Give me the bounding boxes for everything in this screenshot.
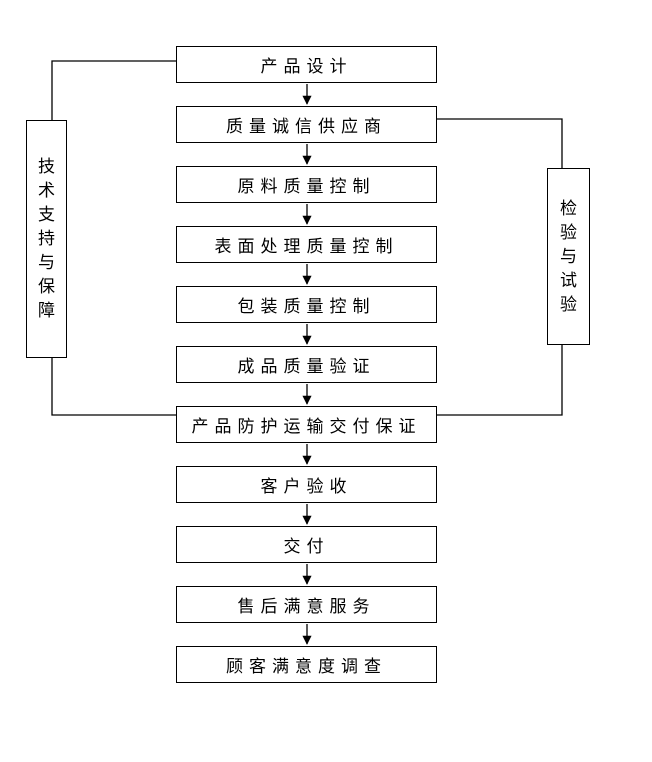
step-label: 产品设计	[260, 57, 353, 76]
step-protection-transport-delivery: 产品防护运输交付保证	[176, 406, 437, 443]
step-label: 表面处理质量控制	[214, 237, 399, 256]
connector-right-box-to-step7	[437, 345, 563, 416]
step-packaging-quality: 包装质量控制	[176, 286, 437, 323]
step-customer-acceptance: 客户验收	[176, 466, 437, 503]
step-label: 交付	[283, 537, 330, 556]
step-delivery: 交付	[176, 526, 437, 563]
step-label: 成品质量验证	[237, 357, 376, 376]
side-box-label: 检验与试验	[560, 198, 577, 314]
step-label: 售后满意服务	[237, 597, 376, 616]
side-box-technical-support: 技术支持与保障	[26, 120, 67, 358]
step-label: 客户验收	[260, 477, 353, 496]
step-raw-material-quality: 原料质量控制	[176, 166, 437, 203]
connector-step2-to-right-box	[437, 118, 563, 168]
step-quality-trusted-supplier: 质量诚信供应商	[176, 106, 437, 143]
step-label: 顾客满意度调查	[226, 657, 387, 676]
step-after-sales-service: 售后满意服务	[176, 586, 437, 623]
step-customer-satisfaction-survey: 顾客满意度调查	[176, 646, 437, 683]
step-label: 产品防护运输交付保证	[191, 417, 422, 436]
step-label: 质量诚信供应商	[226, 117, 387, 136]
step-label: 包装质量控制	[237, 297, 376, 316]
connector-step1-to-left-box	[51, 60, 176, 120]
side-box-label: 技术支持与保障	[38, 157, 55, 320]
step-finished-product-verify: 成品质量验证	[176, 346, 437, 383]
connector-left-box-to-step7	[51, 358, 176, 416]
side-box-inspection-test: 检验与试验	[547, 168, 590, 345]
step-label: 原料质量控制	[237, 177, 376, 196]
step-product-design: 产品设计	[176, 46, 437, 83]
step-surface-treatment-quality: 表面处理质量控制	[176, 226, 437, 263]
